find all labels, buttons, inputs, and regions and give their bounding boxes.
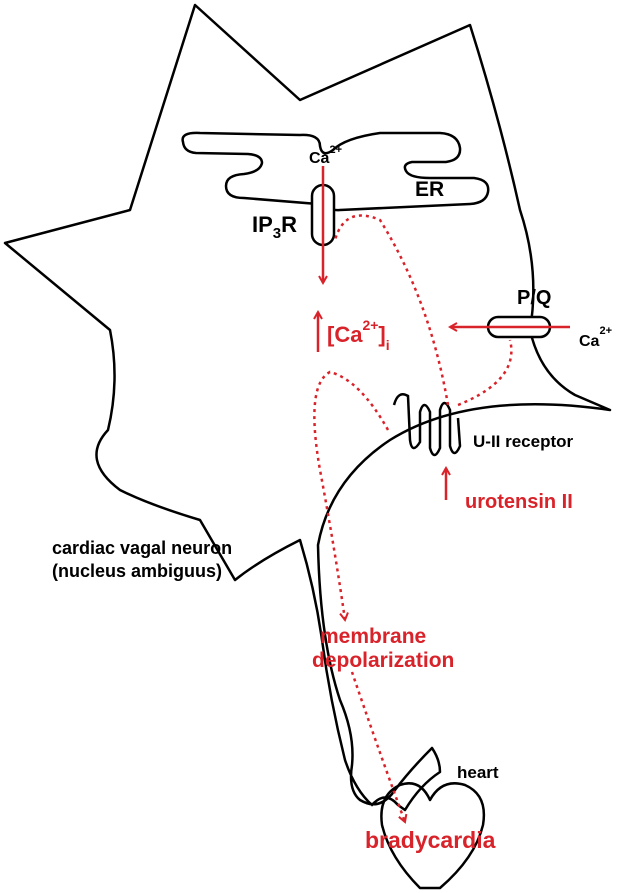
ca-outside-label: Ca2+	[579, 325, 612, 350]
neuron-label-line2: (nucleus ambiguus)	[52, 561, 222, 581]
depolarization-label-line1: membrane	[320, 625, 426, 648]
receptor-to-depolarization-pathway	[313, 370, 390, 620]
neuron-label-line1: cardiac vagal neuron	[52, 538, 232, 558]
pq-label: P/Q	[517, 287, 551, 309]
heart-icon	[380, 782, 486, 890]
receptor-to-ip3r-pathway	[333, 214, 450, 406]
bradycardia-label: bradycardia	[365, 827, 496, 853]
depolarization-label-line2: depolarization	[312, 649, 454, 672]
neuron-outline	[3, 3, 612, 812]
heart-label: heart	[457, 763, 499, 782]
receptor-to-pq-pathway	[457, 339, 513, 407]
intracellular-calcium-label: [Ca2+]i	[327, 317, 390, 353]
er-outline	[181, 131, 490, 212]
ca-er-label: Ca2+	[309, 144, 342, 167]
er-label: ER	[415, 178, 444, 201]
ip3r-label: IP3R	[252, 212, 297, 242]
receptor-label: U-II receptor	[473, 432, 574, 451]
urotensin-label: urotensin II	[465, 491, 573, 513]
receptor-icon	[392, 393, 462, 457]
